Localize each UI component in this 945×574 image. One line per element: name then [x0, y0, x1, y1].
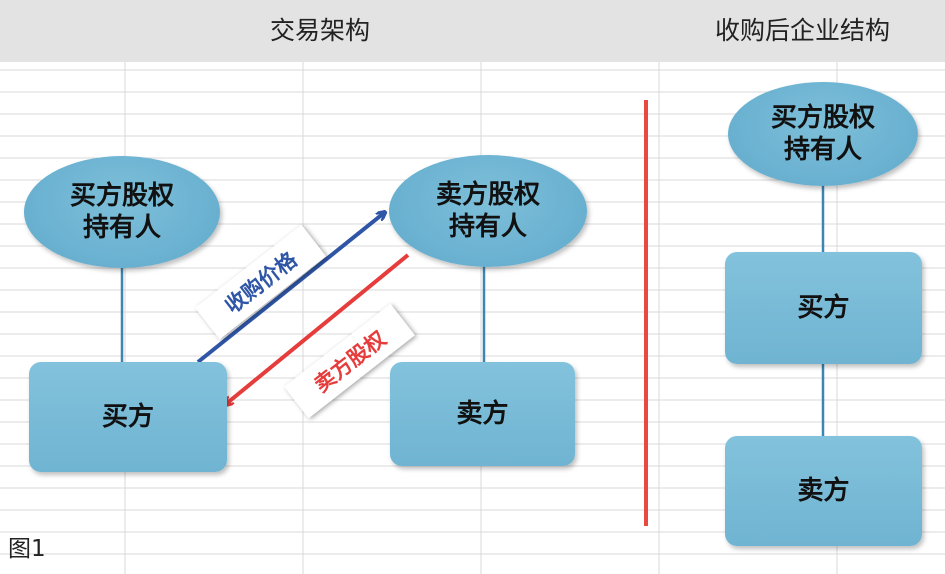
equity-arrow — [226, 253, 410, 404]
buyer-label: 买方 — [101, 402, 154, 432]
post-seller-label: 卖方 — [797, 476, 850, 506]
seller-node: 卖方 — [390, 362, 575, 466]
post-shareholders-node: 买方股权 持有人 — [728, 82, 918, 186]
price-arrow — [196, 213, 384, 364]
connectors — [120, 184, 825, 436]
post-seller-node: 卖方 — [725, 436, 922, 546]
header-bar: 交易架构 收购后企业结构 — [0, 0, 945, 62]
buyer-shareholders-label: 买方股权 持有人 — [69, 181, 174, 243]
post-acquisition-structure-title: 收购后企业结构 — [714, 16, 890, 45]
post-buyer-label: 买方 — [797, 293, 850, 323]
buyer-node: 买方 — [29, 362, 227, 472]
post-shareholders-label: 买方股权 持有人 — [770, 103, 875, 165]
transaction-structure-title: 交易架构 — [269, 16, 370, 45]
seller-label: 卖方 — [456, 399, 509, 429]
seller-shareholders-label: 卖方股权 持有人 — [435, 180, 540, 242]
figure-label: 图1 — [8, 536, 46, 562]
buyer-shareholders-node: 买方股权 持有人 — [24, 156, 220, 268]
seller-shareholders-node: 卖方股权 持有人 — [389, 155, 587, 267]
post-buyer-node: 买方 — [725, 252, 922, 364]
